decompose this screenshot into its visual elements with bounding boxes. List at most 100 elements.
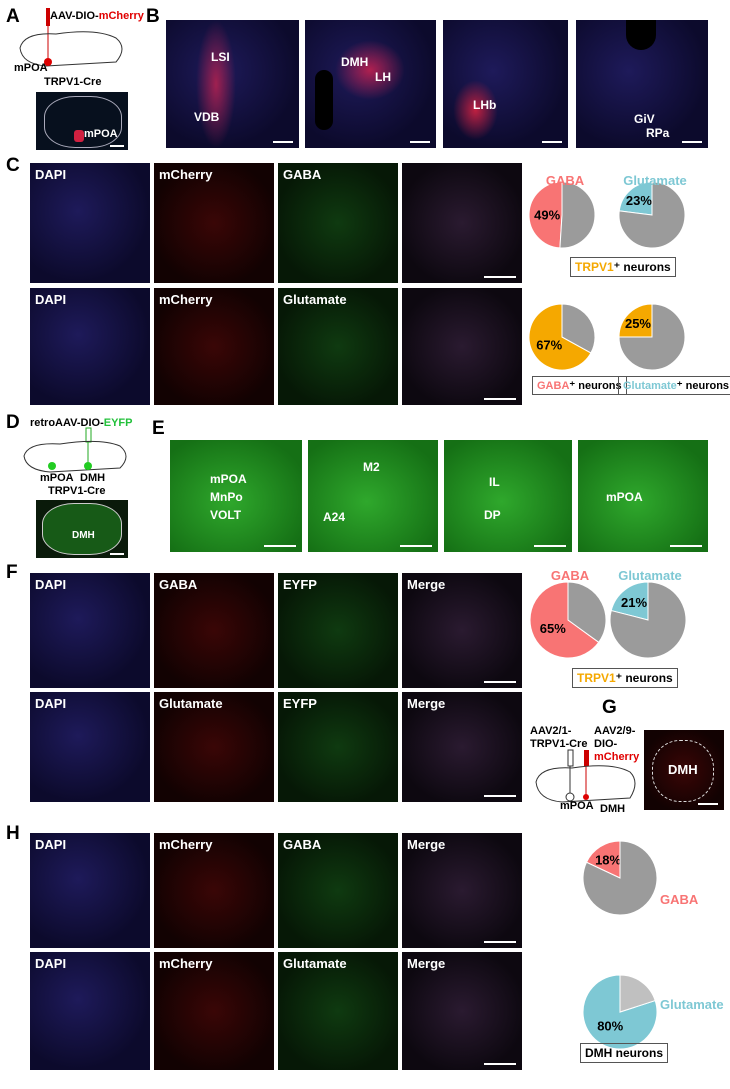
pie-2-label: 67% (536, 338, 562, 353)
region-label: IL (489, 475, 500, 489)
c-row2-glutamate-image: Glutamate (278, 288, 398, 405)
h-row2-mcherry-image: mCherry (154, 952, 274, 1070)
f-row2-merge-image: Merge (402, 692, 522, 802)
pie-1-slice-1 (618, 181, 686, 249)
pie-7-label: 80% (597, 1018, 623, 1033)
virus-reporter: EYFP (103, 417, 133, 429)
g-virus1: AAV2/1- (530, 725, 572, 737)
panel-label-d: D (6, 412, 20, 433)
channel-label: DAPI (35, 577, 67, 592)
panel-label-f: F (6, 562, 18, 583)
c-legend-gaba: GABA⁺ neurons (532, 376, 627, 395)
pie-3-slice-1 (618, 303, 686, 371)
d-virus-label: retroAAV-DIO-EYFP (30, 417, 132, 429)
f-row2-dapi-image: DAPI (30, 692, 150, 802)
region-label: GiV (634, 112, 655, 126)
pie-6-label: 18% (595, 852, 621, 867)
a-section-region: mPOA (84, 128, 118, 140)
pie-2-slice-1 (561, 303, 596, 354)
g-virus1-name: TRPV1-Cre (530, 738, 588, 750)
pie-1-label: 23% (626, 193, 652, 208)
pie-6-slice-0 (585, 840, 621, 879)
b-image-2: DMH LH (305, 20, 436, 148)
channel-label: Glutamate (283, 292, 347, 307)
a-mouse-label: TRPV1-Cre (44, 76, 102, 88)
region-label: VOLT (210, 508, 242, 522)
channel-label: DAPI (35, 167, 67, 182)
a-virus-label: AAV-DIO-mCherry (50, 10, 144, 22)
h-row1-mcherry-image: mCherry (154, 833, 274, 948)
f-pie-title-gaba: GABA (550, 568, 590, 583)
c-row2-mcherry-image: mCherry (154, 288, 274, 405)
panel-label-b: B (146, 6, 160, 27)
g-brain-diagram (535, 749, 636, 803)
h-row2-merge-image: Merge (402, 952, 522, 1070)
e-image-4: mPOA (578, 440, 708, 552)
sagittal-brain-diagram-a (19, 8, 123, 67)
pie-4-slice-0 (529, 581, 600, 659)
region-label: A24 (323, 510, 346, 524)
channel-label: DAPI (35, 837, 67, 852)
legend-text: ⁺ neurons (615, 671, 673, 685)
virus-reporter: mCherry (98, 10, 144, 22)
region-label: MnPo (210, 490, 243, 504)
pie-5-label: 21% (621, 595, 647, 610)
legend-colored: TRPV1 (577, 671, 616, 685)
legend-colored: TRPV1 (575, 260, 614, 274)
panel-label-a: A (6, 6, 20, 27)
h-row1-dapi-image: DAPI (30, 833, 150, 948)
b-image-1: LSI VDB (166, 20, 299, 148)
pie-0-slice-1 (559, 181, 596, 249)
channel-label: Merge (407, 577, 446, 592)
c-row2-dapi-image: DAPI (30, 288, 150, 405)
panel-label-c: C (6, 155, 20, 176)
h-row2-glutamate-image: Glutamate (278, 952, 398, 1070)
d-region-label: DMH (80, 472, 106, 484)
region-label: LH (375, 70, 391, 84)
g-region-label: mPOA (560, 800, 594, 812)
pie-3-slice-0 (618, 303, 653, 338)
legend-colored: Glutamate (623, 380, 677, 392)
b-image-3: LHb (443, 20, 568, 148)
region-label: mPOA (606, 490, 643, 504)
channel-label: GABA (283, 167, 322, 182)
region-label: LSI (211, 50, 230, 64)
c-pie-title-gaba: GABA (545, 173, 585, 188)
f-row1-merge-image: Merge (402, 573, 522, 688)
pie-5-slice-0 (610, 581, 649, 621)
f-row2-glutamate-image: Glutamate (154, 692, 274, 802)
virus-name: AAV-DIO- (50, 10, 99, 22)
region-label: M2 (363, 460, 380, 474)
d-coronal-section: DMH (36, 500, 128, 558)
h-row2-dapi-image: DAPI (30, 952, 150, 1070)
c-legend-trpv1: TRPV1⁺ neurons (570, 257, 676, 277)
region-label: DMH (341, 55, 369, 69)
f-legend-trpv1: TRPV1⁺ neurons (572, 668, 678, 688)
channel-label: Merge (407, 837, 446, 852)
channel-label: Glutamate (159, 696, 223, 711)
g-virus2-reporter: mCherry (594, 751, 640, 763)
c-row1-mcherry-image: mCherry (154, 163, 274, 283)
h-row1-gaba-image: GABA (278, 833, 398, 948)
c-row1-gaba-image: GABA (278, 163, 398, 283)
channel-label: GABA (159, 577, 198, 592)
channel-label: mCherry (159, 956, 213, 971)
c-row2-merge-image (402, 288, 522, 405)
legend-colored: GABA (537, 380, 570, 392)
panel-label-h: H (6, 823, 20, 844)
a-coronal-section: mPOA (36, 92, 128, 150)
channel-label: EYFP (283, 696, 317, 711)
channel-label: Glutamate (283, 956, 347, 971)
channel-label: mCherry (159, 167, 213, 182)
f-row1-eyfp-image: EYFP (278, 573, 398, 688)
a-region-label: mPOA (14, 62, 48, 74)
f-row2-eyfp-image: EYFP (278, 692, 398, 802)
region-label: DMH (72, 530, 95, 541)
legend-text: ⁺ neurons (613, 260, 671, 274)
c-pie-title-glutamate: Glutamate (623, 173, 687, 188)
h-pie-label-glutamate: Glutamate (660, 997, 724, 1012)
h-legend-dmh: DMH neurons (580, 1043, 668, 1063)
